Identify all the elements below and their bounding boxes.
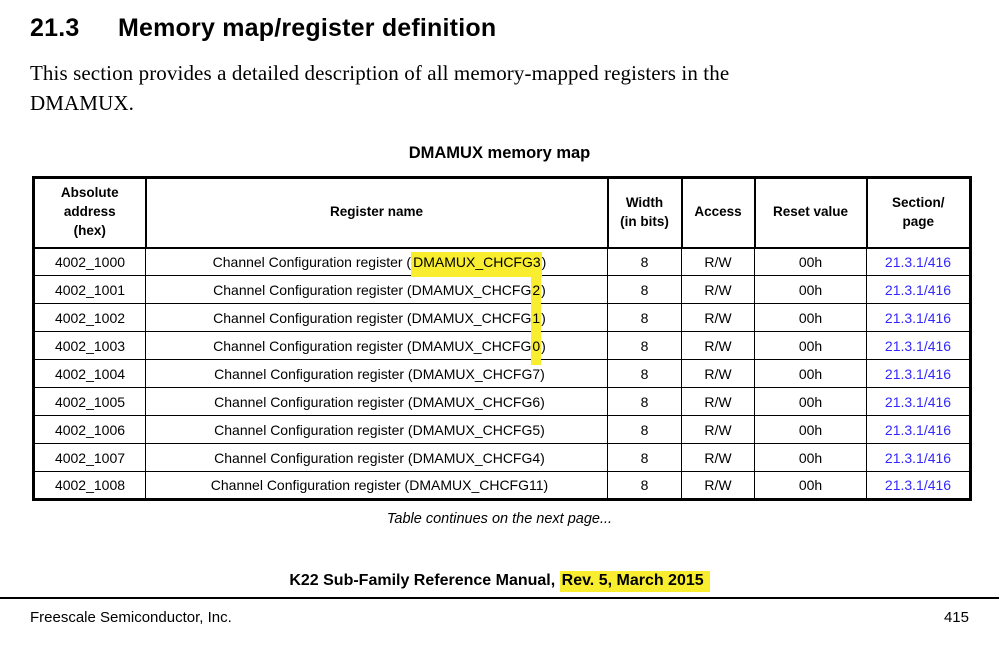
- cell-access: R/W: [681, 275, 755, 304]
- cell-address: 4002_1004: [33, 359, 146, 388]
- cell-access: R/W: [681, 247, 755, 276]
- cell-register-name: Channel Configuration register (DMAMUX_C…: [145, 328, 608, 365]
- section-page-link[interactable]: 21.3.1/416: [866, 359, 971, 388]
- register-name-text: Channel Configuration register (: [212, 253, 412, 270]
- footer-company: Freescale Semiconductor, Inc.: [30, 609, 232, 626]
- cell-width: 8: [607, 443, 682, 472]
- cell-address: 4002_1002: [33, 303, 146, 332]
- cell-address: 4002_1000: [33, 247, 146, 276]
- table-row: 4002_1003 Channel Configuration register…: [33, 328, 971, 365]
- cell-register-name: Channel Configuration register (DMAMUX_C…: [145, 387, 608, 416]
- intro-line-1: This section provides a detailed descrip…: [30, 61, 730, 85]
- cell-register-name: Channel Configuration register (DMAMUX_C…: [145, 415, 608, 444]
- cell-width: 8: [607, 275, 682, 304]
- cell-access: R/W: [681, 471, 755, 500]
- highlight-mark: DMAMUX_CHCFG3: [411, 251, 542, 277]
- cell-access: R/W: [681, 331, 755, 360]
- register-name-text: Channel Configuration register (DMAMUX_C…: [213, 309, 532, 326]
- intro-line-2: DMAMUX.: [30, 91, 134, 115]
- table-row: 4002_1005 Channel Configuration register…: [33, 387, 971, 416]
- table-row: 4002_1001 Channel Configuration register…: [33, 272, 971, 309]
- section-page-link[interactable]: 21.3.1/416: [866, 387, 971, 416]
- cell-register-name: Channel Configuration register (DMAMUX_C…: [145, 300, 608, 337]
- cell-access: R/W: [681, 359, 755, 388]
- cell-address: 4002_1001: [33, 275, 146, 304]
- cell-address: 4002_1003: [33, 331, 146, 360]
- cell-width: 8: [607, 331, 682, 360]
- column-header-section-page: Section/ page: [865, 176, 972, 249]
- section-heading: 21.3 Memory map/register definition: [30, 13, 969, 43]
- cell-width: 8: [607, 415, 682, 444]
- cell-register-name: Channel Configuration register (DMAMUX_C…: [145, 443, 608, 472]
- highlight-mark: 2: [531, 272, 542, 309]
- cell-access: R/W: [681, 387, 755, 416]
- column-header-width: Width (in bits): [606, 176, 683, 249]
- cell-register-name: Channel Configuration register (DMAMUX_C…: [145, 272, 608, 309]
- section-page-link[interactable]: 21.3.1/416: [866, 303, 971, 332]
- highlight-mark: 0: [531, 328, 542, 365]
- column-header-access: Access: [680, 176, 756, 249]
- cell-address: 4002_1008: [33, 471, 146, 500]
- section-title: Memory map/register definition: [118, 14, 497, 42]
- section-page-link[interactable]: 21.3.1/416: [866, 471, 971, 500]
- table-row: 4002_1008 Channel Configuration register…: [33, 471, 971, 500]
- section-page-link[interactable]: 21.3.1/416: [866, 331, 971, 360]
- cell-access: R/W: [681, 303, 755, 332]
- register-name-text: ): [541, 337, 546, 354]
- column-header-register-name: Register name: [144, 176, 609, 249]
- cell-reset-value: 00h: [754, 331, 867, 360]
- cell-access: R/W: [681, 443, 755, 472]
- header-row: Absolute address (hex) Register name Wid…: [32, 176, 972, 249]
- table-continues-note: Table continues on the next page...: [386, 511, 613, 527]
- table-title: DMAMUX memory map: [408, 144, 591, 162]
- cell-address: 4002_1005: [33, 387, 146, 416]
- section-number: 21.3: [30, 14, 80, 42]
- footer-divider: [0, 597, 999, 599]
- manual-reference-text: K22 Sub-Family Reference Manual,: [289, 572, 560, 589]
- register-name-text: ): [541, 281, 546, 298]
- cell-address: 4002_1006: [33, 415, 146, 444]
- manual-reference-line: K22 Sub-Family Reference Manual, Rev. 5,…: [30, 571, 969, 592]
- table-row: 4002_1002 Channel Configuration register…: [33, 300, 971, 337]
- column-header-reset-value: Reset value: [753, 176, 868, 249]
- cell-register-name: Channel Configuration register (DMAMUX_C…: [145, 471, 608, 500]
- cell-address: 4002_1007: [33, 443, 146, 472]
- cell-reset-value: 00h: [754, 415, 867, 444]
- cell-reset-value: 00h: [754, 359, 867, 388]
- revision-highlight: Rev. 5, March 2015: [559, 571, 710, 592]
- register-name-text: Channel Configuration register (DMAMUX_C…: [213, 281, 532, 298]
- table-row: 4002_1007 Channel Configuration register…: [33, 443, 971, 472]
- cell-width: 8: [607, 303, 682, 332]
- cell-reset-value: 00h: [754, 471, 867, 500]
- register-name-text: ): [541, 253, 547, 270]
- cell-register-name: Channel Configuration register (DMAMUX_C…: [145, 247, 608, 277]
- memory-map-table: Absolute address (hex) Register name Wid…: [32, 176, 972, 501]
- cell-width: 8: [607, 387, 682, 416]
- cell-width: 8: [607, 247, 682, 276]
- column-header-address: Absolute address (hex): [32, 176, 147, 249]
- cell-reset-value: 00h: [754, 387, 867, 416]
- cell-width: 8: [607, 471, 682, 500]
- intro-paragraph: This section provides a detailed descrip…: [30, 58, 969, 118]
- table-row: 4002_1000 Channel Configuration register…: [33, 247, 971, 277]
- section-page-link[interactable]: 21.3.1/416: [866, 275, 971, 304]
- cell-reset-value: 00h: [754, 275, 867, 304]
- cell-reset-value: 00h: [754, 303, 867, 332]
- page-footer: Freescale Semiconductor, Inc. 415: [0, 608, 999, 627]
- footer-page-number: 415: [943, 609, 969, 626]
- register-name-text: Channel Configuration register (DMAMUX_C…: [213, 337, 532, 354]
- cell-reset-value: 00h: [754, 443, 867, 472]
- register-name-text: ): [541, 309, 546, 326]
- section-page-link[interactable]: 21.3.1/416: [866, 443, 971, 472]
- cell-access: R/W: [681, 415, 755, 444]
- table-row: 4002_1004 Channel Configuration register…: [33, 359, 971, 388]
- cell-width: 8: [607, 359, 682, 388]
- table-row: 4002_1006 Channel Configuration register…: [33, 415, 971, 444]
- pdf-page: 21.3 Memory map/register definition This…: [0, 13, 999, 664]
- cell-reset-value: 00h: [754, 247, 867, 276]
- section-page-link[interactable]: 21.3.1/416: [866, 247, 971, 276]
- section-page-link[interactable]: 21.3.1/416: [866, 415, 971, 444]
- highlight-mark: 1: [531, 300, 542, 337]
